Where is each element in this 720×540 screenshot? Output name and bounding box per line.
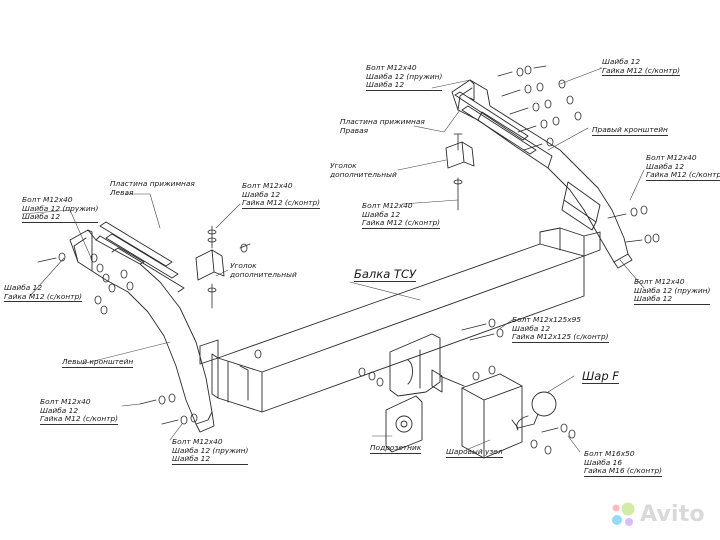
beam-end-plates	[199, 231, 601, 365]
label-line: Гайка М12 (с/контр)	[646, 171, 720, 181]
label-hardware-left-top: Болт М12х40 Шайба 12 (пружин) Шайба 12	[22, 195, 99, 223]
label-line: Болт М12х40	[22, 195, 73, 204]
label-line: Шайба 12	[22, 213, 99, 223]
label-line: Уголок	[230, 261, 257, 270]
label-ball: Шар F	[582, 370, 619, 384]
label-line: Шайба 12	[362, 209, 401, 219]
label-line: Уголок	[330, 161, 357, 170]
label-line: Гайка М12 (с/контр)	[4, 291, 83, 303]
label-left-bracket: Левый кронштейн	[62, 357, 134, 368]
logo-dot	[621, 502, 635, 516]
extra-angle-pieces	[195, 141, 475, 281]
label-left-pressure-plate: Пластина прижимная Левая	[110, 179, 195, 197]
label-line: Подрозетник	[370, 443, 422, 454]
avito-watermark: Avito	[608, 500, 714, 530]
label-hardware-left-low1: Болт М12х40 Шайба 12 Гайка М12 (с/контр)	[40, 397, 119, 425]
label-right-pressure-plate: Пластина прижимная Правая	[340, 117, 425, 135]
label-line: Шайба 12	[512, 323, 551, 333]
label-hardware-top: Болт М12х40 Шайба 12 (пружин) Шайба 12	[366, 63, 443, 91]
label-line: дополнительный	[230, 269, 297, 279]
label-hardware-left-mid: Шайба 12 Гайка М12 (с/контр)	[4, 283, 83, 303]
leader-lines	[21, 67, 645, 453]
label-line: Гайка М12 (с/контр)	[242, 198, 321, 209]
label-hardware-center-left: Болт М12х40 Шайба 12 Гайка М12 (с/контр)	[242, 181, 321, 209]
label-line: Болт М12х125х95	[512, 315, 582, 324]
label-line: Шайба 12	[172, 455, 249, 465]
label-line: Шайба 12	[646, 161, 685, 171]
logo-dot	[625, 518, 633, 526]
label-ball-hardware: Болт М16х50 Шайба 16 Гайка М16 (с/контр)	[584, 449, 663, 477]
socket-bracket-part	[385, 395, 423, 453]
label-line: дополнительный	[330, 169, 397, 179]
label-line: Шайба 16	[584, 457, 623, 467]
label-line: Болт М12х40	[242, 181, 293, 190]
label-line: Шайба 12	[4, 283, 43, 292]
left-pressure-plate-part	[99, 221, 185, 293]
avito-logo-text: Avito	[640, 502, 705, 527]
label-hardware-top-right: Шайба 12 Гайка М12 (с/контр)	[602, 57, 681, 77]
label-line: Гайка М12 (с/контр)	[602, 65, 681, 77]
label-hardware-right-lower: Болт М12х40 Шайба 12 (пружин) Шайба 12	[634, 277, 711, 305]
ball-unit-part	[431, 369, 557, 459]
label-line: Левый кронштейн	[62, 357, 134, 368]
label-hardware-left-low2: Болт М12х40 Шайба 12 (пружин) Шайба 12	[172, 437, 249, 465]
right-bracket-part	[451, 79, 633, 269]
label-line: Шайба 12 (пружин)	[366, 71, 443, 81]
label-line: Шаровый узел	[446, 447, 503, 458]
right-pressure-plate-part	[454, 91, 537, 155]
label-line: Гайка М16 (с/контр)	[584, 466, 663, 477]
label-right-bracket: Правый кронштейн	[592, 125, 668, 136]
label-line: Болт М12х40	[646, 153, 697, 162]
label-line: Болт М12х40	[362, 201, 413, 210]
label-line: Болт М12х40	[172, 437, 223, 446]
label-line: Гайка М12 (с/контр)	[362, 218, 441, 229]
label-line: Болт М16х50	[584, 449, 635, 458]
label-socket-bracket: Подрозетник	[370, 443, 422, 454]
label-line: Болт М12х40	[40, 397, 91, 406]
label-line: Шайба 12	[40, 405, 79, 415]
label-beam-bolt: Болт М12х125х95 Шайба 12 Гайка М12х125 (…	[512, 315, 609, 343]
label-line: Шайба 12	[634, 295, 711, 305]
label-beam: Балка ТСУ	[354, 268, 416, 282]
logo-dot	[612, 515, 622, 525]
label-line: Шар F	[582, 369, 619, 384]
label-line: Шайба 12	[366, 81, 443, 91]
label-line: Гайка М12х125 (с/контр)	[512, 332, 609, 343]
label-line: Шайба 12 (пружин)	[22, 203, 99, 213]
logo-dot	[612, 504, 620, 512]
avito-logo-icon	[612, 502, 635, 526]
label-line: Гайка М12 (с/контр)	[40, 414, 119, 425]
label-line: Правая	[340, 125, 369, 135]
label-line: Шайба 12	[242, 189, 281, 199]
label-line: Болт М12х40	[366, 63, 417, 72]
label-line: Правый кронштейн	[592, 125, 668, 136]
label-line: Шайба 12 (пружин)	[634, 285, 711, 295]
label-line: Болт М12х40	[634, 277, 685, 286]
label-extra-angle-left: Уголок дополнительный	[230, 261, 297, 279]
label-hardware-center: Болт М12х40 Шайба 12 Гайка М12 (с/контр)	[362, 201, 441, 229]
label-line: Шайба 12 (пружин)	[172, 445, 249, 455]
fastener-clusters	[37, 65, 660, 455]
label-line: Левая	[110, 187, 134, 197]
label-extra-angle-top: Уголок дополнительный	[330, 161, 397, 179]
label-line: Шайба 12	[602, 57, 641, 66]
label-hardware-right-upper: Болт М12х40 Шайба 12 Гайка М12 (с/контр)	[646, 153, 720, 181]
label-ball-unit: Шаровый узел	[446, 447, 503, 458]
label-line: Балка ТСУ	[354, 267, 416, 282]
label-line: Пластина прижимная	[110, 179, 195, 188]
label-line: Пластина прижимная	[340, 117, 425, 126]
